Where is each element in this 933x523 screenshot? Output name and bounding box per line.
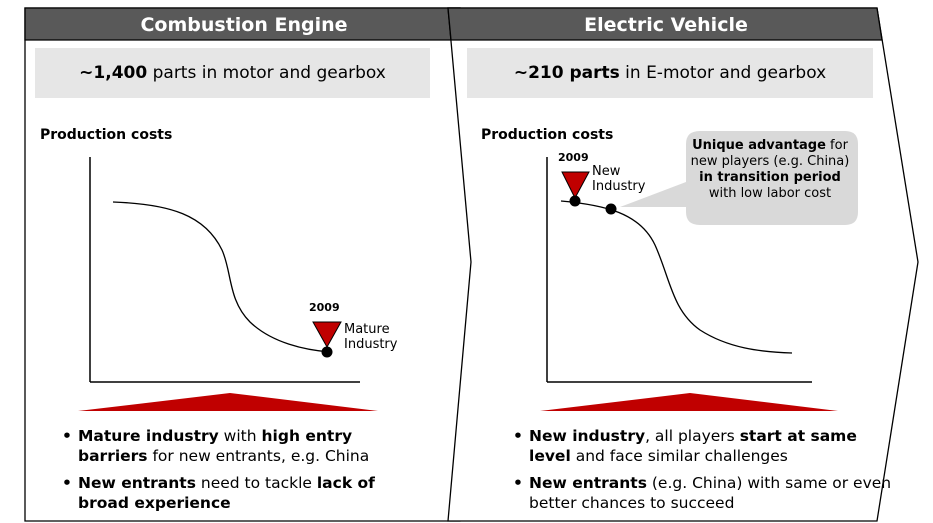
left-parts-box: ~1,400 parts in motor and gearbox [35,48,430,98]
right-parts-count: ~210 parts [513,63,620,83]
left-bullet-2: New entrants need to tackle lack of broa… [62,473,407,513]
left-marker-label-line2: Industry [344,337,398,352]
callout-text-1: for new players (e.g. China) [690,138,850,169]
left-cost-curve [112,201,331,353]
right-curve-dot-transition [605,203,617,215]
callout-text-2: with low labor cost [708,186,832,201]
left-title: Combustion Engine [140,14,348,36]
right-bullet-2: New entrants (e.g. China) with same or e… [513,473,893,513]
right-bullet-1-bold-a: New industry [529,427,646,445]
left-bullet-1-bold-a: Mature industry [78,427,219,445]
right-bullet-2-bold-a: New entrants [529,474,647,492]
left-parts-text: parts in motor and gearbox [147,63,386,83]
right-curve-dot-start [569,195,581,207]
right-year-label: 2009 [558,151,589,164]
left-bullet-2-bold-a: New entrants [78,474,196,492]
left-production-costs-label: Production costs [40,127,173,143]
right-bullet-list: New industry, all players start at same … [513,426,893,520]
left-bullet-2-text-a: need to tackle [195,474,317,492]
right-bullet-1: New industry, all players start at same … [513,426,893,466]
left-bullet-2-bold-b: lack of broad experience [78,474,375,512]
right-bullet-1-bold-b: start at same level [529,427,857,465]
callout-bold-2: in transition period [699,170,841,185]
left-bullet-1-bold-b: high entry barriers [78,427,353,465]
callout-bubble [620,131,858,225]
callout-bold-1: Unique advantage [692,138,826,153]
left-bullet-list: Mature industry with high entry barriers… [62,426,407,520]
left-red-marker [312,321,342,349]
right-marker-label-line1: New [592,164,621,179]
right-parts-box: ~210 parts in E-motor and gearbox [467,48,873,98]
right-cost-curve [560,200,793,354]
left-bullet-1-text-b: for new entrants, e.g. China [147,447,370,465]
left-parts-count: ~1,400 [79,63,148,83]
left-bullet-1-text-a: with [218,427,262,445]
right-title: Electric Vehicle [584,14,748,36]
right-production-costs-label: Production costs [481,127,614,143]
callout-text: Unique advantage for new players (e.g. C… [686,138,854,202]
right-marker-label-line2: Industry [592,179,646,194]
right-bullet-1-text-a: , all players [645,427,740,445]
right-bullet-1-text-b: and face similar challenges [570,447,788,465]
right-red-marker [561,171,590,200]
right-header-bar [447,7,883,41]
right-parts-text: in E-motor and gearbox [619,63,827,83]
left-red-base-wedge [78,393,378,411]
right-bullet-2-text-a: (e.g. China) with same or even better ch… [529,474,892,512]
left-marker-label-line1: Mature [344,322,390,337]
left-year-label: 2009 [309,301,340,314]
left-curve-dot [321,346,333,358]
left-bullet-1: Mature industry with high entry barriers… [62,426,407,466]
right-red-base-wedge [540,393,838,411]
